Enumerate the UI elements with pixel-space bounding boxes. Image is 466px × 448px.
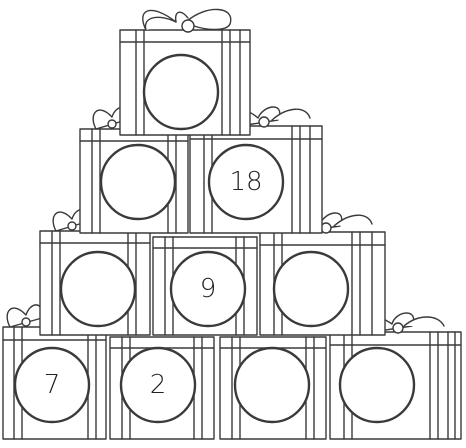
circle-value-row2-2: 18 — [206, 167, 286, 197]
number-circle-row1-1[interactable] — [144, 55, 218, 129]
circle-value-row3-2: 9 — [168, 274, 248, 304]
number-circle-row4-3[interactable] — [235, 348, 309, 422]
number-circle-row3-3[interactable] — [274, 252, 348, 326]
bow-row4-left — [7, 305, 42, 327]
bow-row1-top — [143, 9, 231, 32]
circle-value-row4-2: 2 — [118, 370, 198, 400]
number-circle-row3-1[interactable] — [61, 252, 135, 326]
number-circle-row2-1[interactable] — [101, 145, 175, 219]
number-circle-row4-4[interactable] — [340, 348, 414, 422]
circle-value-row4-1: 7 — [12, 370, 92, 400]
